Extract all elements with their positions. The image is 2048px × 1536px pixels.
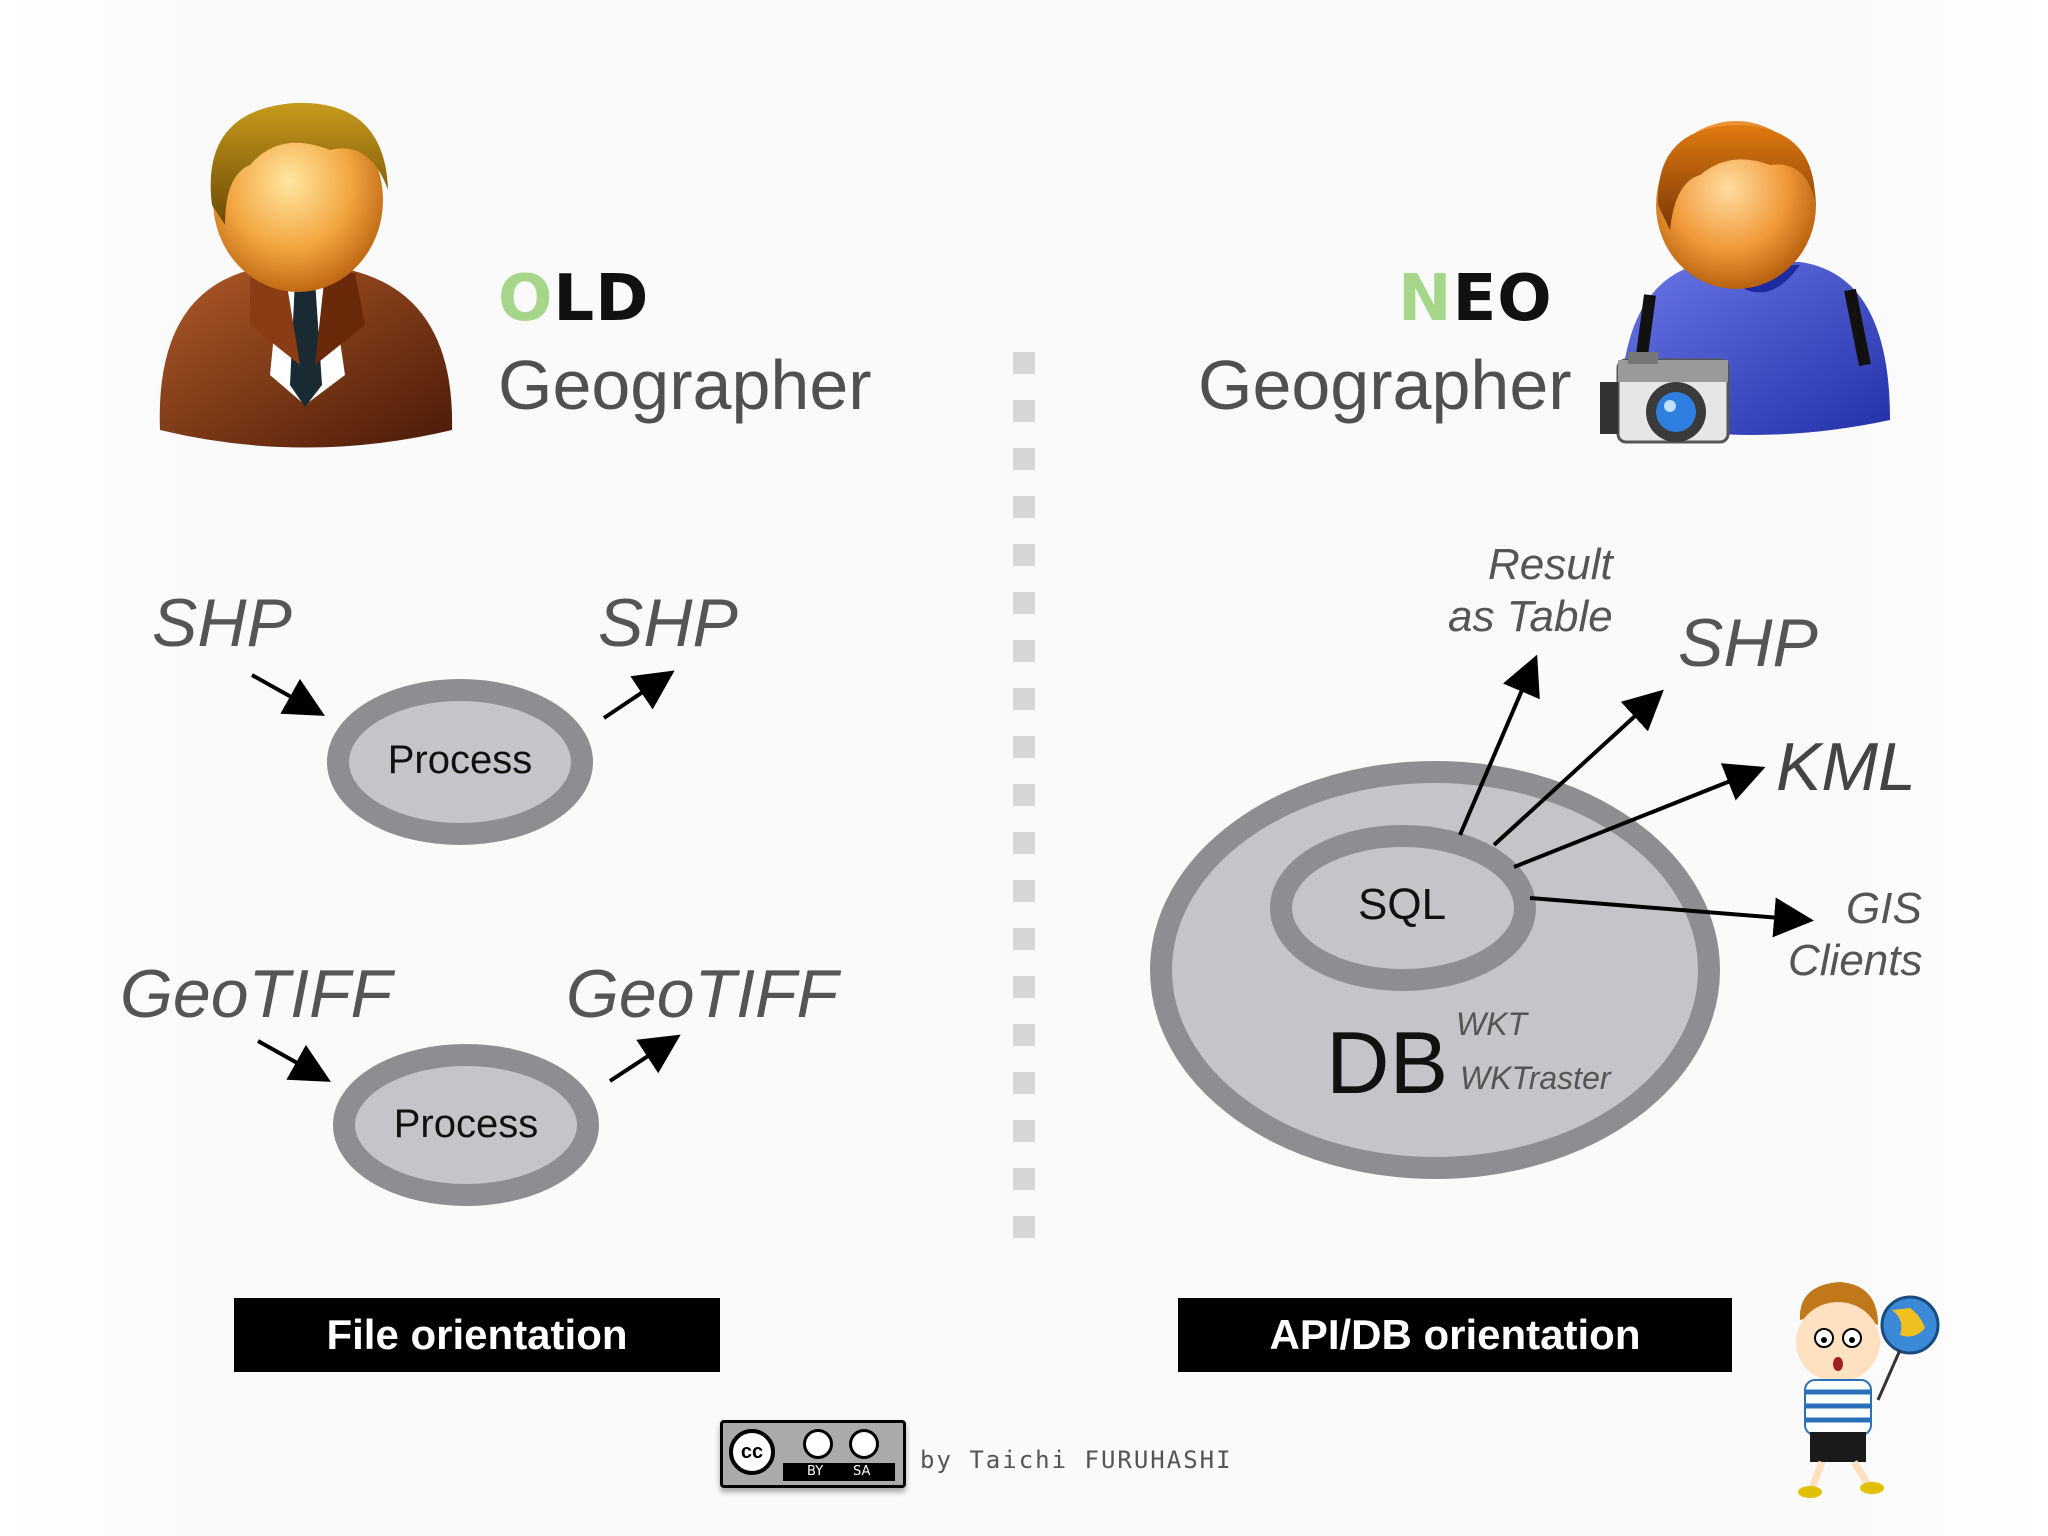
license-sa-text: SA <box>853 1464 871 1479</box>
output-result-line1: Result <box>1488 540 1613 589</box>
sql-label: SQL <box>1358 880 1447 929</box>
db-label: DB <box>1326 1013 1449 1112</box>
arrow-shp <box>1492 689 1664 847</box>
neo-geographer-icon <box>1600 121 1900 444</box>
flow1-process-label: Process <box>387 738 533 782</box>
flow1-output: SHP <box>598 585 738 661</box>
arrow-result-table <box>1458 654 1540 836</box>
flow1-process-ellipse <box>327 679 593 845</box>
api-db-orientation-label: API/DB orientation <box>1178 1298 1732 1372</box>
kid-globe-illustration <box>1796 1282 1940 1498</box>
flow2-in-arrow <box>257 1039 331 1082</box>
flow1-in-arrow <box>251 673 325 716</box>
flow2-input: GeoTIFF <box>120 956 393 1032</box>
flow2-process-ellipse <box>333 1044 599 1206</box>
neo-title: Geographer <box>1198 346 1572 424</box>
flow1-diagram <box>251 670 675 845</box>
by-attribution-icon <box>803 1429 833 1459</box>
output-result-line2: as Table <box>1448 592 1613 641</box>
file-orientation-label: File orientation <box>234 1298 720 1372</box>
output-gis-line1: GIS <box>1846 884 1922 933</box>
old-geographer-icon <box>130 102 470 455</box>
neo-heading-rest: EO <box>1452 262 1553 336</box>
flow1-out-arrow <box>602 670 675 720</box>
license-terms-strip: BY SA <box>783 1463 895 1481</box>
license-by-text: BY <box>807 1464 824 1479</box>
flow2-diagram <box>257 1034 681 1206</box>
db-diagram <box>1150 654 1814 1179</box>
cc-license-badge[interactable]: cc BY SA <box>720 1420 906 1488</box>
flow2-output: GeoTIFF <box>566 956 839 1032</box>
arrow-kml <box>1513 763 1766 869</box>
wkt-label: WKT <box>1456 1006 1528 1042</box>
neo-heading-accent: N <box>1398 262 1453 336</box>
old-heading: OLD <box>498 262 649 336</box>
flow2-process-label: Process <box>393 1102 539 1146</box>
flow1-input: SHP <box>152 585 292 661</box>
old-heading-accent: O <box>498 262 554 336</box>
wktraster-label: WKTraster <box>1460 1060 1611 1096</box>
sa-sharealike-icon <box>849 1429 879 1459</box>
neo-heading: NEO <box>1398 262 1553 336</box>
old-title: Geographer <box>498 346 872 424</box>
output-gis-line2: Clients <box>1788 936 1923 985</box>
author-credit: by Taichi FURUHASHI <box>920 1446 1233 1474</box>
output-kml: KML <box>1776 729 1916 805</box>
cc-logo-icon: cc <box>729 1429 775 1475</box>
output-shp: SHP <box>1678 605 1818 681</box>
old-heading-rest: LD <box>553 262 650 336</box>
arrow-gis-clients <box>1529 896 1814 938</box>
sql-ellipse <box>1270 825 1536 991</box>
flow2-out-arrow <box>608 1034 681 1083</box>
